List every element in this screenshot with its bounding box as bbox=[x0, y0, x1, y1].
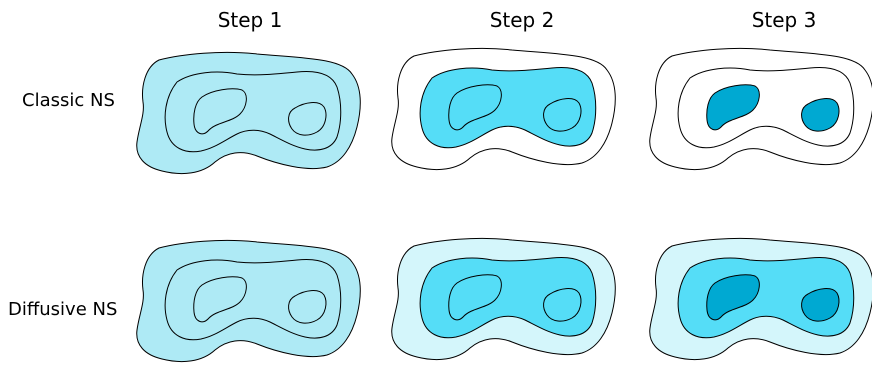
diffusive-ns-step-1-contour-map bbox=[136, 239, 361, 363]
column-header-step-2: Step 2 bbox=[489, 8, 555, 32]
classic-ns-step-1-contour-map bbox=[136, 51, 361, 175]
classic-ns-step-2-contour-map bbox=[391, 47, 616, 171]
row-label-classic-ns: Classic NS bbox=[22, 90, 115, 111]
classic-ns-step-3-contour-map bbox=[649, 47, 872, 171]
column-header-step-1: Step 1 bbox=[217, 8, 283, 32]
column-header-step-3: Step 3 bbox=[751, 8, 817, 32]
diffusive-ns-step-2-contour-map bbox=[391, 237, 616, 361]
diffusive-ns-step-3-contour-map bbox=[649, 237, 872, 361]
row-label-diffusive-ns: Diffusive NS bbox=[8, 299, 118, 320]
